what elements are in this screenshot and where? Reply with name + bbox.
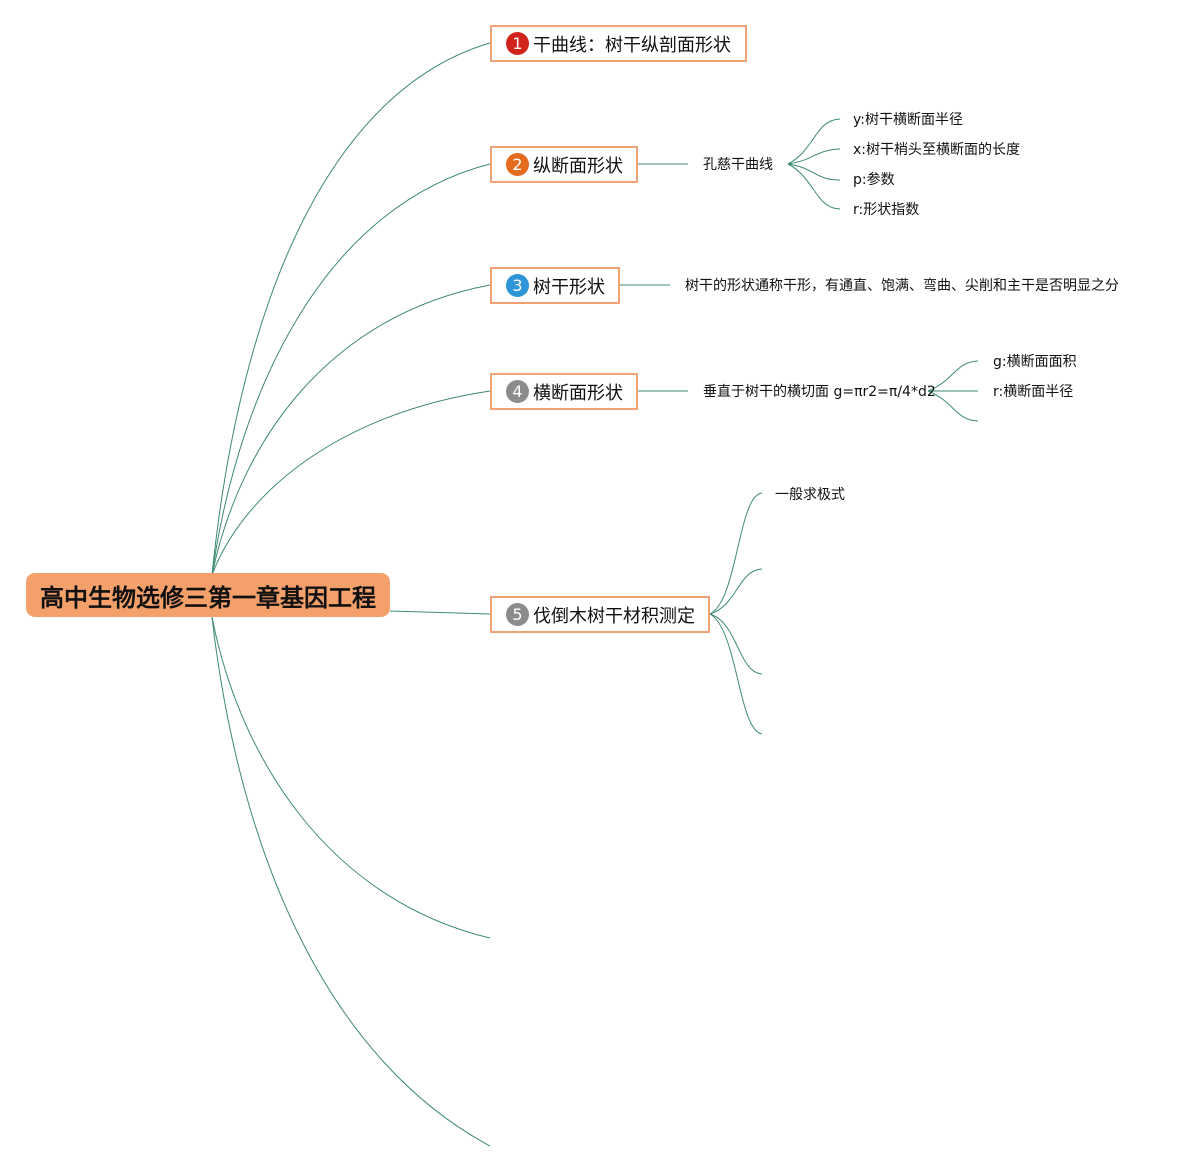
topic-longitudinal-shape[interactable]: 2 纵断面形状 bbox=[490, 146, 638, 183]
edge-desc-g bbox=[927, 360, 979, 392]
edge-root-empty-7 bbox=[211, 616, 491, 1147]
edge-root-topic-4 bbox=[211, 390, 491, 576]
edge-kongci-p bbox=[787, 163, 841, 181]
leaf-x-length[interactable]: x:树干梢头至横断面的长度 bbox=[853, 142, 1021, 158]
edge-kongci-r bbox=[787, 163, 841, 210]
topic-label: 干曲线：树干纵剖面形状 bbox=[533, 34, 731, 56]
leaf-g-area[interactable]: g:横断面面积 bbox=[993, 354, 1077, 370]
edge-topic-5-empty-b bbox=[709, 613, 763, 675]
edge-topic-5-empty-a bbox=[709, 568, 763, 615]
edge-root-topic-1 bbox=[211, 42, 491, 576]
root-topic-label: 高中生物选修三第一章基因工程 bbox=[40, 583, 376, 612]
leaf-r-shape-index[interactable]: r:形状指数 bbox=[853, 202, 920, 218]
subtopic-trunk-shape-description[interactable]: 树干的形状通称干形，有通直、饱满、弯曲、尖削和主干是否明显之分 bbox=[685, 278, 1119, 294]
topic-stem-curve[interactable]: 1 干曲线：树干纵剖面形状 bbox=[490, 25, 747, 62]
topic-felled-tree-volume[interactable]: 5 伐倒木树干材积测定 bbox=[490, 596, 710, 633]
priority-4-icon: 4 bbox=[506, 380, 529, 403]
priority-2-icon: 2 bbox=[506, 153, 529, 176]
topic-label: 树干形状 bbox=[533, 276, 605, 298]
leaf-p-parameter[interactable]: p:参数 bbox=[853, 172, 895, 188]
topic-trunk-shape[interactable]: 3 树干形状 bbox=[490, 267, 620, 304]
topic-label: 伐倒木树干材积测定 bbox=[533, 605, 695, 627]
leaf-general-formula[interactable]: 一般求极式 bbox=[775, 487, 845, 503]
leaf-y-radius[interactable]: y:树干横断面半径 bbox=[853, 112, 963, 128]
edge-topic-5-general bbox=[709, 492, 763, 615]
subtopic-cross-section-formula[interactable]: 垂直于树干的横切面 g=πr2=π/4*d2 bbox=[703, 384, 936, 400]
edge-desc-empty bbox=[927, 390, 979, 422]
edge-kongci-x bbox=[787, 148, 841, 165]
priority-5-icon: 5 bbox=[506, 603, 529, 626]
priority-1-icon: 1 bbox=[506, 32, 529, 55]
leaf-r-radius[interactable]: r:横断面半径 bbox=[993, 384, 1074, 400]
edge-root-empty-6 bbox=[211, 616, 491, 939]
topic-cross-section-shape[interactable]: 4 横断面形状 bbox=[490, 373, 638, 410]
priority-3-icon: 3 bbox=[506, 274, 529, 297]
root-topic[interactable]: 高中生物选修三第一章基因工程 bbox=[26, 573, 390, 617]
edge-topic-5-empty-c bbox=[709, 613, 763, 735]
topic-label: 横断面形状 bbox=[533, 382, 623, 404]
edge-kongci-y bbox=[787, 118, 841, 165]
edge-root-topic-2 bbox=[211, 163, 491, 576]
edge-root-topic-3 bbox=[211, 284, 491, 576]
edge-root-topic-5 bbox=[389, 610, 491, 615]
subtopic-kongci-curve[interactable]: 孔慈干曲线 bbox=[703, 157, 773, 173]
topic-label: 纵断面形状 bbox=[533, 155, 623, 177]
